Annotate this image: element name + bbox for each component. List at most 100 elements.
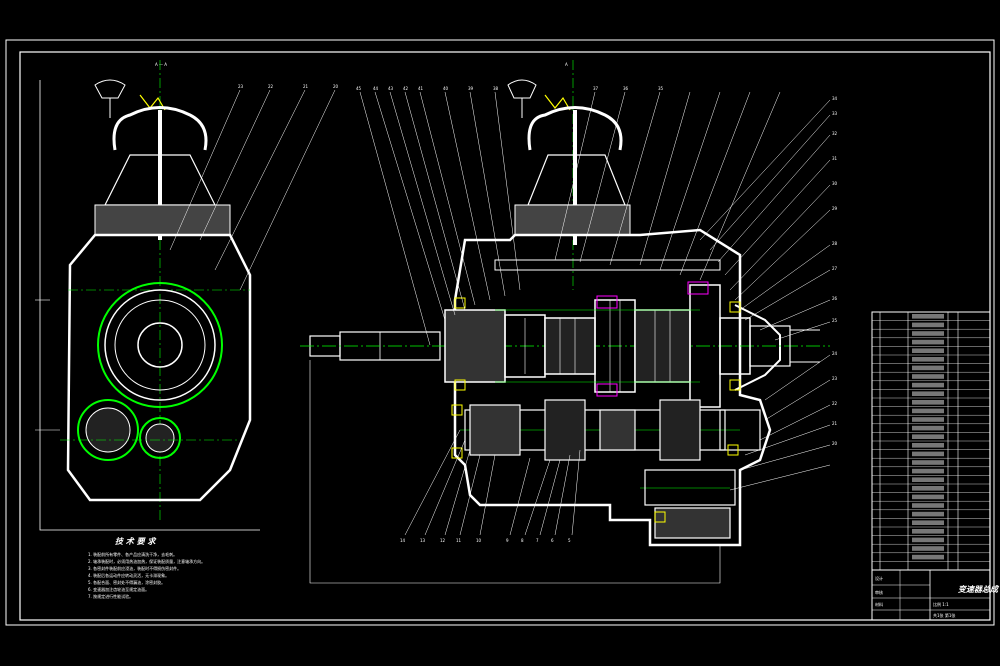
top-cover: [94, 204, 231, 236]
callout-right-9: 26: [832, 296, 838, 301]
callout-bottom-8: 7: [536, 538, 539, 543]
main-shaft-spline: [137, 322, 183, 368]
callout-right-14: 21: [832, 421, 838, 426]
parts-table-cell-text: [912, 339, 944, 345]
callout-top-1: 45: [356, 86, 362, 91]
tech-req-3: 3. 各密封件装配前应浸油，装配时不得损伤密封件。: [88, 565, 181, 571]
parts-table-cell-text: [912, 417, 944, 422]
input-gear: [444, 309, 506, 383]
shift-knob: [94, 79, 126, 99]
title-block-name: 变速器总成: [958, 585, 1000, 594]
parts-table-cell-text: [912, 537, 944, 543]
callout-top-7: 39: [468, 86, 474, 91]
parts-table-frame: [871, 311, 991, 621]
parts-table-cell-text: [912, 331, 944, 336]
callout-bottom-10: 5: [568, 538, 571, 543]
tech-req-1: 1. 装配前所有零件、各产品应清洗干净，去毛刺。: [88, 551, 177, 557]
rubber-boot: [112, 106, 208, 151]
tech-req-7: 7. 按规定进行性能试验。: [88, 593, 133, 599]
view-label-left: A — A: [155, 62, 167, 67]
callout-top-11: 35: [658, 86, 664, 91]
callout-top-5: 41: [418, 86, 424, 91]
parts-table-cell-text: [912, 486, 944, 491]
part-no-left-3: 21: [303, 84, 309, 89]
callout-bottom-4: 11: [456, 538, 462, 543]
reverse-shaft: [644, 469, 736, 506]
tech-requirements: 技 术 要 求 1. 装配前所有零件、各产品应清洗干净，去毛刺。 2. 轴承装配…: [88, 537, 205, 599]
callout-bottom-6: 9: [506, 538, 509, 543]
callout-right-13: 22: [832, 401, 838, 406]
parts-table: 变速器总成 比例 1:1 共1张 第1张 设计 审核 材料: [871, 311, 1000, 621]
main-boot: [527, 106, 623, 151]
countershaft: [464, 409, 726, 451]
parts-table-cell-text: [912, 460, 944, 465]
callout-bottom-2: 13: [420, 538, 426, 543]
part-no-left-4: 20: [333, 84, 339, 89]
callout-bottom-3: 12: [440, 538, 446, 543]
title-block-checker: 审核: [875, 589, 883, 595]
parts-table-rows: [872, 314, 990, 562]
parts-table-cell-text: [912, 365, 944, 371]
output-flange: [749, 325, 791, 367]
callout-right-7: 28: [832, 241, 838, 246]
parts-table-cell-text: [912, 391, 944, 396]
parts-table-cell-text: [912, 546, 944, 551]
parts-table-cell-text: [912, 425, 944, 431]
tech-req-5: 5. 各配合面、密封处不得漏油，涂密封胶。: [88, 579, 165, 585]
parts-table-cell-text: [912, 529, 944, 534]
callout-top-3: 43: [388, 86, 394, 91]
title-block-designer: 设计: [875, 575, 883, 581]
main-gear-pitch: [97, 282, 223, 408]
callout-right-8: 27: [832, 266, 838, 271]
callout-bottom-9: 6: [551, 538, 554, 543]
view-label-main: A: [565, 62, 568, 67]
callout-top-6: 40: [443, 86, 449, 91]
main-dimension-line: [309, 360, 721, 584]
callout-right-4: 31: [832, 156, 838, 161]
callout-right-11: 24: [832, 351, 838, 356]
tech-req-title: 技 术 要 求: [115, 537, 157, 546]
part-no-left-2: 22: [268, 84, 274, 89]
parts-table-cell-text: [912, 322, 944, 328]
callout-top-4: 42: [403, 86, 409, 91]
countershaft-gear: [77, 399, 139, 461]
lever-yellow: [139, 94, 166, 111]
callout-bottom-5: 10: [476, 538, 482, 543]
parts-table-cell-text: [912, 400, 944, 405]
parts-table-cell-text: [912, 382, 944, 388]
reverse-idler-gear: [139, 417, 181, 459]
parts-table-cell-text: [912, 451, 944, 457]
callout-right-1: 34: [832, 96, 838, 101]
callout-right-6: 29: [832, 206, 838, 211]
callout-right-10: 25: [832, 318, 838, 323]
parts-table-cell-text: [912, 348, 944, 353]
parts-table-cell-text: [912, 434, 944, 439]
title-block-sheet: 共1张 第1张: [933, 612, 955, 618]
parts-table-cell-text: [912, 477, 944, 482]
callout-right-2: 33: [832, 111, 838, 116]
gearbox-housing: [66, 233, 252, 502]
parts-table-cell-text: [912, 443, 944, 448]
parts-table-cell-text: [912, 503, 944, 508]
parts-table-cell-text: [912, 520, 944, 525]
parts-table-cell-text: [912, 314, 944, 319]
callout-top-8: 38: [493, 86, 499, 91]
outer-frame: [5, 39, 995, 626]
tech-req-6: 6. 变速器加注齿轮油至规定油面。: [88, 586, 149, 592]
parts-table-cell-text: [912, 468, 944, 474]
selector-rail: [494, 259, 721, 271]
parts-table-cell-text: [912, 511, 944, 517]
parts-table-cell-text: [912, 357, 944, 362]
main-section-view: A: [300, 60, 838, 584]
parts-table-cell-text: [912, 408, 944, 414]
left-side-view: A — A 23: [35, 60, 339, 531]
callout-bottom-1: 14: [400, 538, 406, 543]
rear-cover: [734, 304, 781, 391]
parts-table-cell-text: [912, 374, 944, 379]
callout-right-5: 30: [832, 181, 838, 186]
callout-top-9: 37: [593, 86, 599, 91]
part-no-left-1: 23: [238, 84, 244, 89]
callout-right-15: 20: [832, 441, 838, 446]
callout-top-2: 44: [373, 86, 379, 91]
